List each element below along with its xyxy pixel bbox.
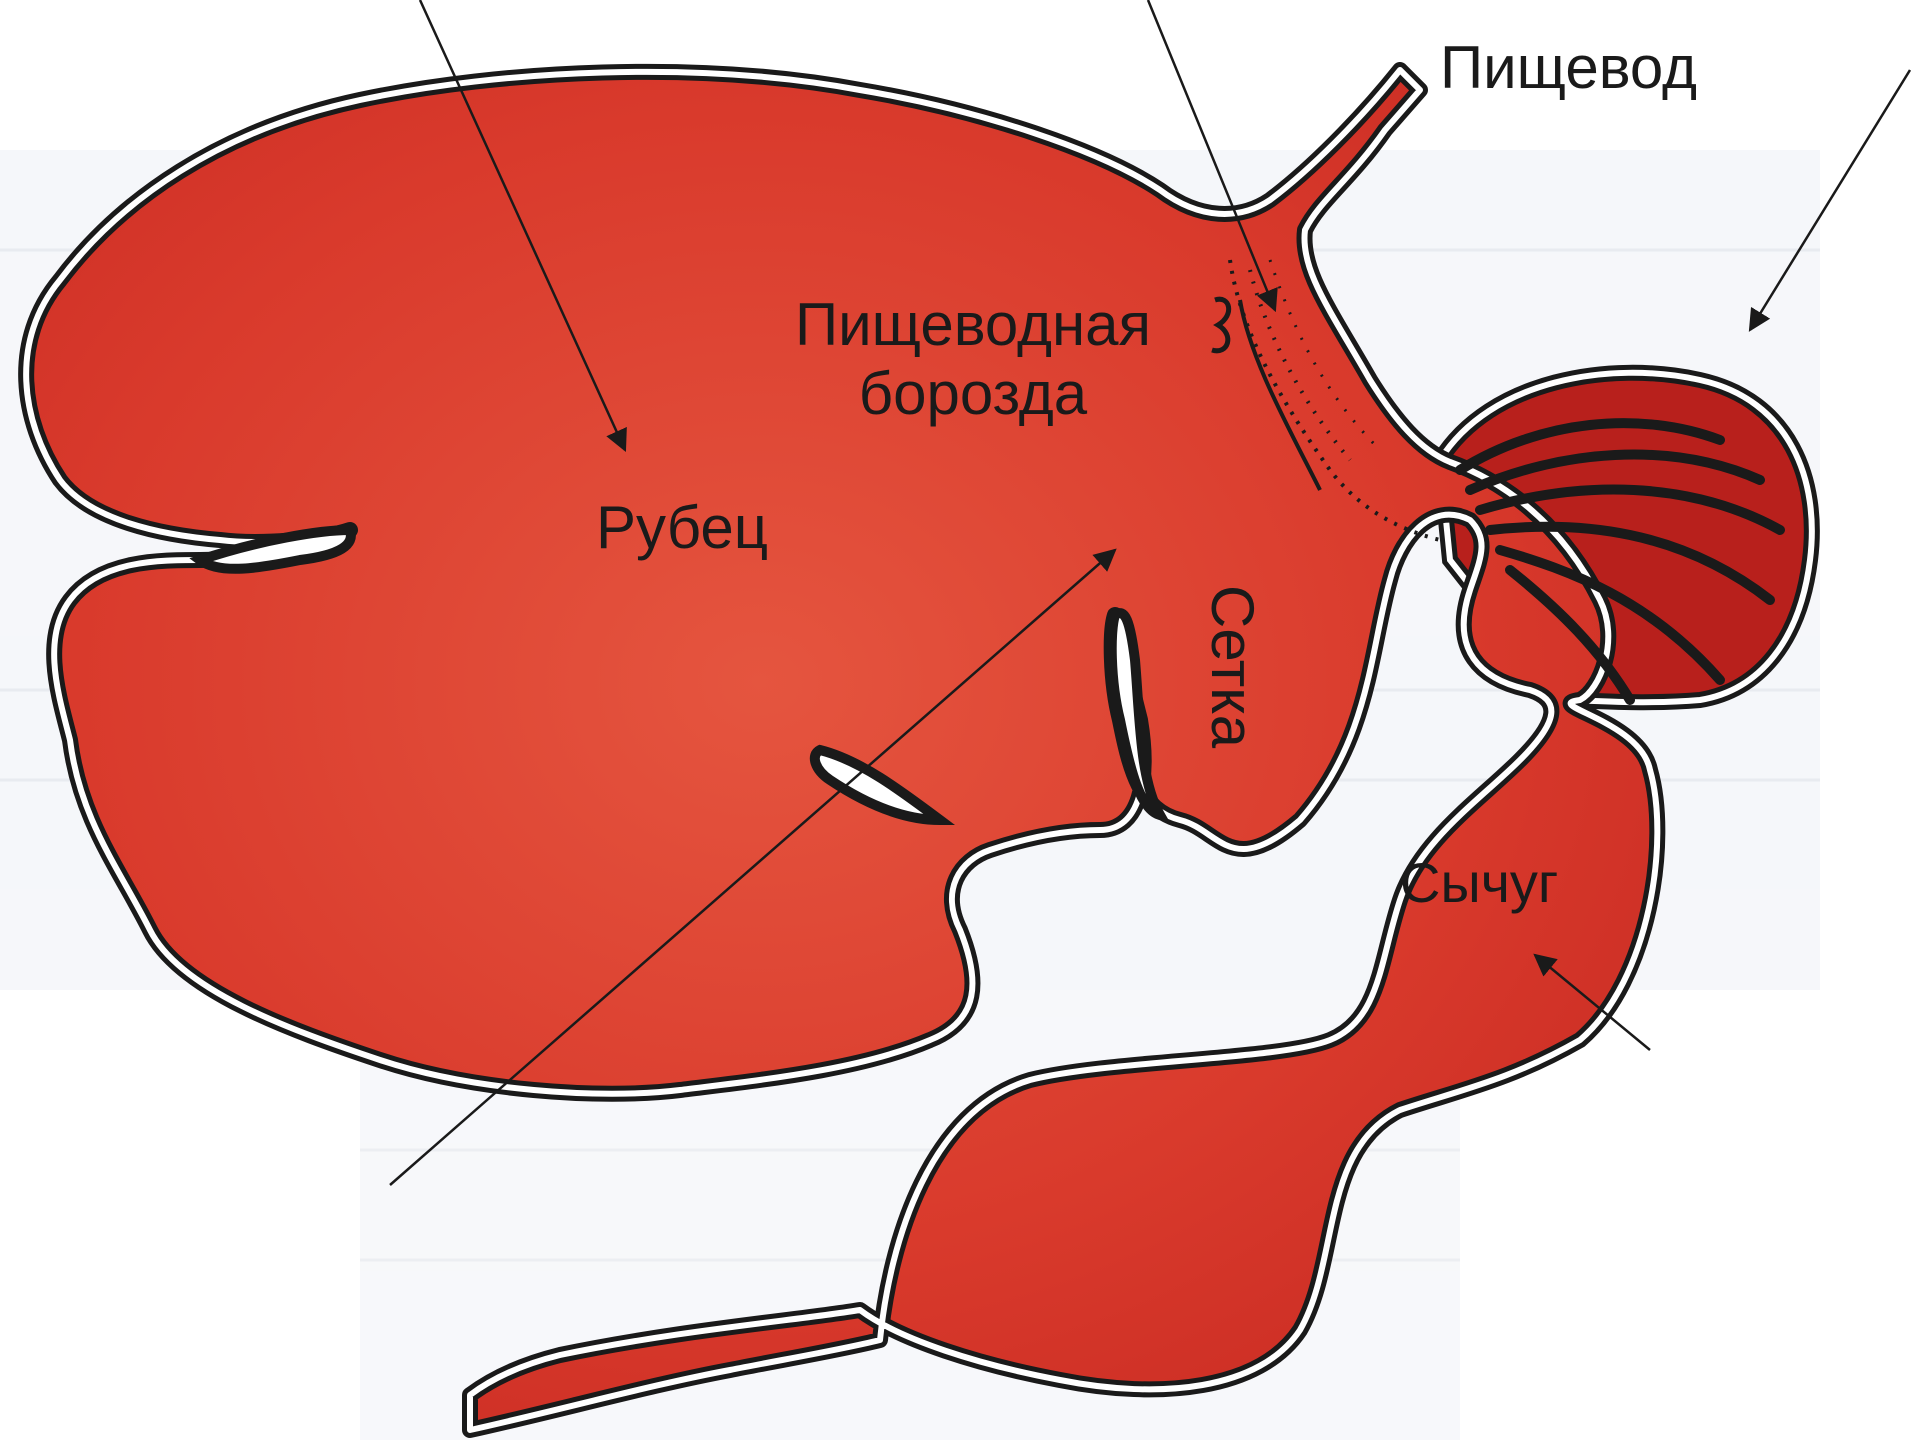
label-esophagus: Пищевод [1440, 38, 1697, 98]
label-rumen: Рубец [596, 498, 768, 558]
label-groove-line1: Пищеводная [795, 290, 1151, 359]
label-abomasum: Сычуг [1400, 855, 1558, 911]
label-esophageal-groove: Пищеводная борозда [795, 290, 1151, 428]
label-groove-line2: борозда [795, 359, 1151, 428]
label-reticulum: Сетка [1202, 585, 1262, 748]
